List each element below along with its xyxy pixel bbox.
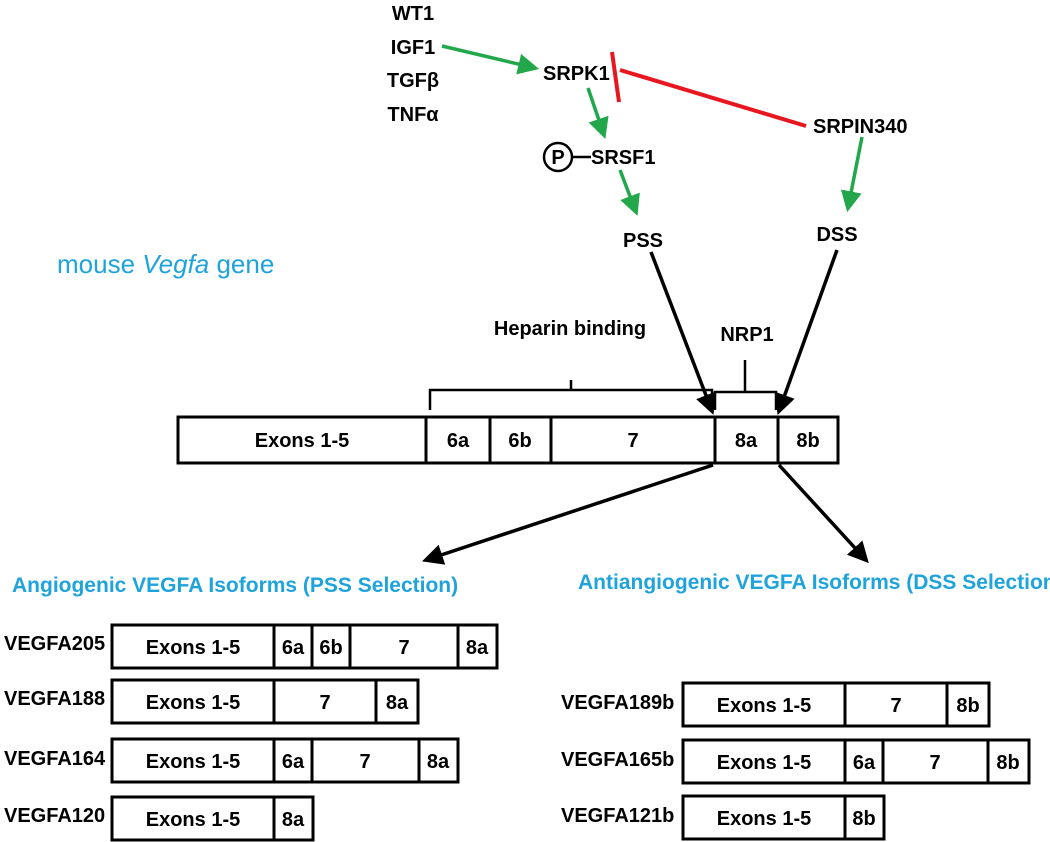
gene-exon-label: 7 [627, 430, 638, 452]
pss-label: PSS [623, 230, 663, 252]
isoform-name: VEGFA120 [4, 805, 105, 827]
exon-label: 7 [319, 692, 330, 714]
gene-exon-label: Exons 1-5 [255, 430, 349, 452]
gene-outline [176, 415, 840, 465]
isoform-outline [110, 737, 460, 784]
isoform-name: VEGFA164 [4, 748, 106, 770]
dss-pointer-arrow [774, 249, 839, 415]
exon-label: Exons 1-5 [717, 752, 811, 774]
exon-label: 7 [890, 695, 901, 717]
exon-label: 6a [282, 751, 305, 773]
exon-label: Exons 1-5 [146, 637, 240, 659]
exon-label: 8b [956, 695, 979, 717]
isoform-outline [110, 795, 315, 842]
isoform-name: VEGFA188 [4, 688, 105, 710]
arrow-srpk1-to-srsf1 [586, 87, 609, 139]
factor-wt1: WT1 [392, 3, 434, 25]
inhibition-bar [610, 51, 621, 103]
isoform-name: VEGFA165b [561, 749, 674, 771]
exon-label: 6a [853, 752, 876, 774]
isoform-vegfa121b: VEGFA121b Exons 1-5 8b [561, 794, 886, 841]
gene-structure: Exons 1-5 6a 6b 7 8a 8b [176, 415, 840, 465]
isoform-vegfa188: VEGFA188 Exons 1-5 7 8a [4, 678, 420, 725]
gene-title-gene: Vegfa [142, 249, 209, 279]
isoform-vegfa189b: VEGFA189b Exons 1-5 7 8b [561, 681, 991, 728]
srpk1-label: SRPK1 [543, 63, 610, 85]
exon-label: 7 [929, 752, 940, 774]
phosphate-label: P [551, 147, 564, 169]
inhibition-line [619, 68, 807, 128]
heparin-bracket [428, 380, 714, 410]
isoform-outline [681, 794, 886, 841]
factor-tnfa: TNFα [387, 104, 439, 126]
arrow-srsf1-to-pss [618, 169, 640, 216]
isoform-outline [110, 678, 420, 725]
isoform-name: VEGFA189b [561, 692, 674, 714]
exon-label: 8a [427, 751, 450, 773]
exon-label: 6a [282, 637, 305, 659]
exon-label: 8b [852, 808, 875, 830]
exon-label: Exons 1-5 [717, 808, 811, 830]
isoform-vegfa205: VEGFA205 Exons 1-5 6a 6b 7 8a [4, 623, 499, 670]
srpin340-label: SRPIN340 [813, 116, 908, 138]
gene-exon-label: 8a [735, 430, 758, 452]
pss-pointer-arrow [649, 251, 716, 415]
antiangiogenic-heading: Antiangiogenic VEGFA Isoforms (DSS Selec… [578, 571, 1050, 594]
exon-label: Exons 1-5 [146, 809, 240, 831]
isoform-vegfa120: VEGFA120 Exons 1-5 8a [4, 795, 315, 842]
exon-label: Exons 1-5 [146, 751, 240, 773]
srsf1-label: SRSF1 [591, 147, 655, 169]
arrow-srpin340-to-dss [840, 136, 864, 213]
isoform-outline [110, 623, 499, 670]
gene-exon-label: 8b [796, 430, 819, 452]
factor-igf1: IGF1 [391, 37, 435, 59]
arrow-factors-to-srpk1 [441, 44, 540, 75]
exon-label: 7 [398, 637, 409, 659]
isoform-name: VEGFA121b [561, 805, 674, 827]
angiogenic-heading: Angiogenic VEGFA Isoforms (PSS Selection… [12, 574, 458, 597]
isoform-name: VEGFA205 [4, 633, 105, 655]
exon-label: 6b [319, 637, 342, 659]
pss-selection-arrow [422, 463, 714, 565]
dss-label: DSS [816, 224, 857, 246]
isoform-outline [681, 738, 1031, 785]
exon-label: 8b [996, 752, 1019, 774]
exon-label: 8a [386, 692, 409, 714]
exon-label: Exons 1-5 [146, 692, 240, 714]
exon-label: 8a [466, 637, 489, 659]
exon-label: 8a [282, 809, 305, 831]
exon-label: Exons 1-5 [717, 695, 811, 717]
factor-tgfb: TGFβ [387, 70, 439, 92]
isoform-outline [681, 681, 991, 728]
heparin-binding-label: Heparin binding [494, 318, 646, 340]
nrp1-bracket [713, 360, 778, 410]
gene-exon-label: 6a [447, 430, 470, 452]
isoform-vegfa165b: VEGFA165b Exons 1-5 6a 7 8b [561, 738, 1031, 785]
gene-title: mouse Vegfa gene [57, 249, 274, 279]
isoform-vegfa164: VEGFA164 Exons 1-5 6a 7 8a [4, 737, 460, 784]
gene-title-prefix: mouse [57, 249, 142, 279]
gene-title-suffix: gene [209, 249, 274, 279]
nrp1-label: NRP1 [720, 324, 773, 346]
exon-label: 7 [359, 751, 370, 773]
gene-exon-label: 6b [508, 430, 531, 452]
dss-selection-arrow [777, 463, 869, 564]
